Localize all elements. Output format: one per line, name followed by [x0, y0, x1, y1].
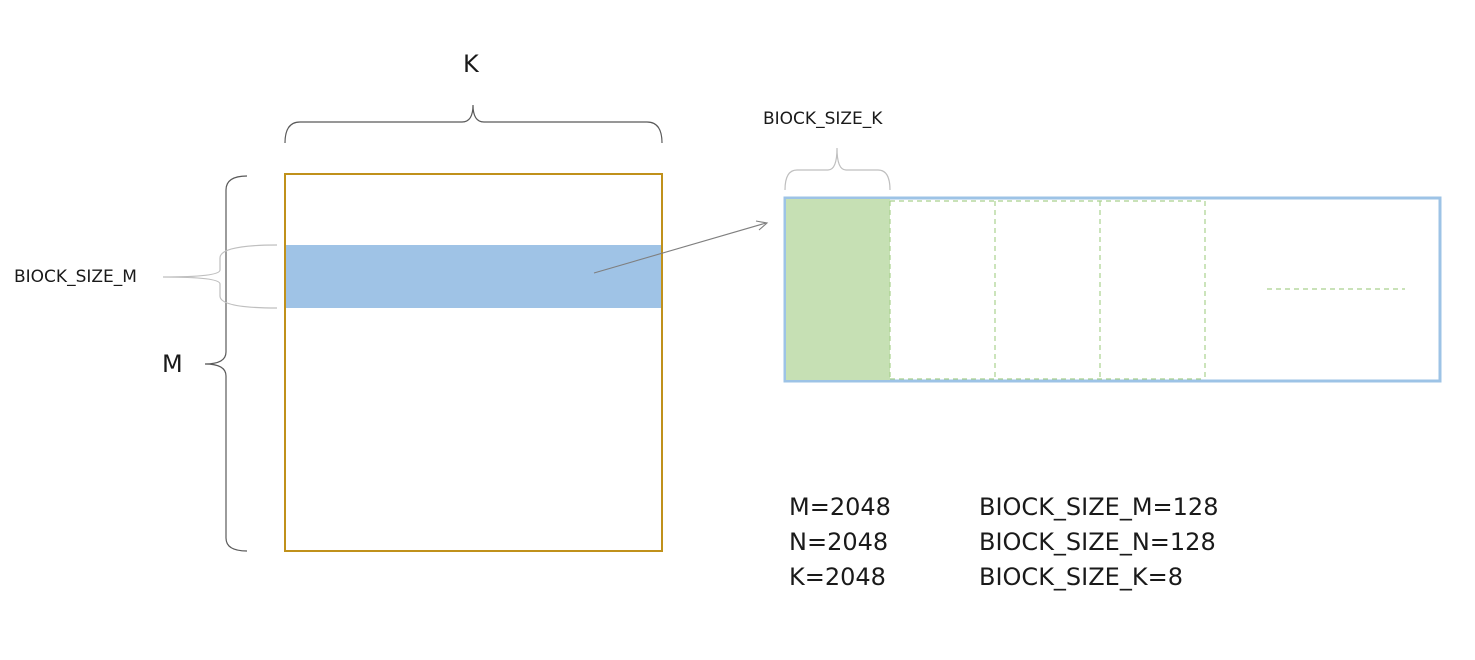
m-brace [204, 175, 248, 552]
param-m: M=2048 [789, 493, 891, 521]
param-block-size-m: BIOCK_SIZE_M=128 [979, 493, 1219, 521]
param-k: K=2048 [789, 563, 886, 591]
m-label: M [162, 350, 183, 378]
block-size-params: BIOCK_SIZE_M=128 BIOCK_SIZE_N=128 BIOCK_… [979, 495, 1218, 600]
k-brace [284, 104, 663, 144]
k-block [786, 199, 890, 380]
param-block-size-n: BIOCK_SIZE_N=128 [979, 528, 1216, 556]
block-size-m-brace [162, 244, 278, 309]
row-to-strip-arrow [593, 222, 767, 274]
block-size-k-brace [784, 147, 891, 191]
matrix-a [284, 173, 663, 552]
param-n: N=2048 [789, 528, 889, 556]
block-size-k-label: BIOCK_SIZE_K [763, 109, 883, 129]
k-label: K [463, 50, 479, 78]
param-block-size-k: BIOCK_SIZE_K=8 [979, 563, 1183, 591]
row-block [286, 245, 661, 308]
dimension-params: M=2048 N=2048 K=2048 [789, 495, 891, 600]
block-size-m-label: BIOCK_SIZE_M [14, 267, 137, 287]
arrow-head-icon [755, 220, 769, 231]
k-block-dividers [889, 200, 1405, 380]
